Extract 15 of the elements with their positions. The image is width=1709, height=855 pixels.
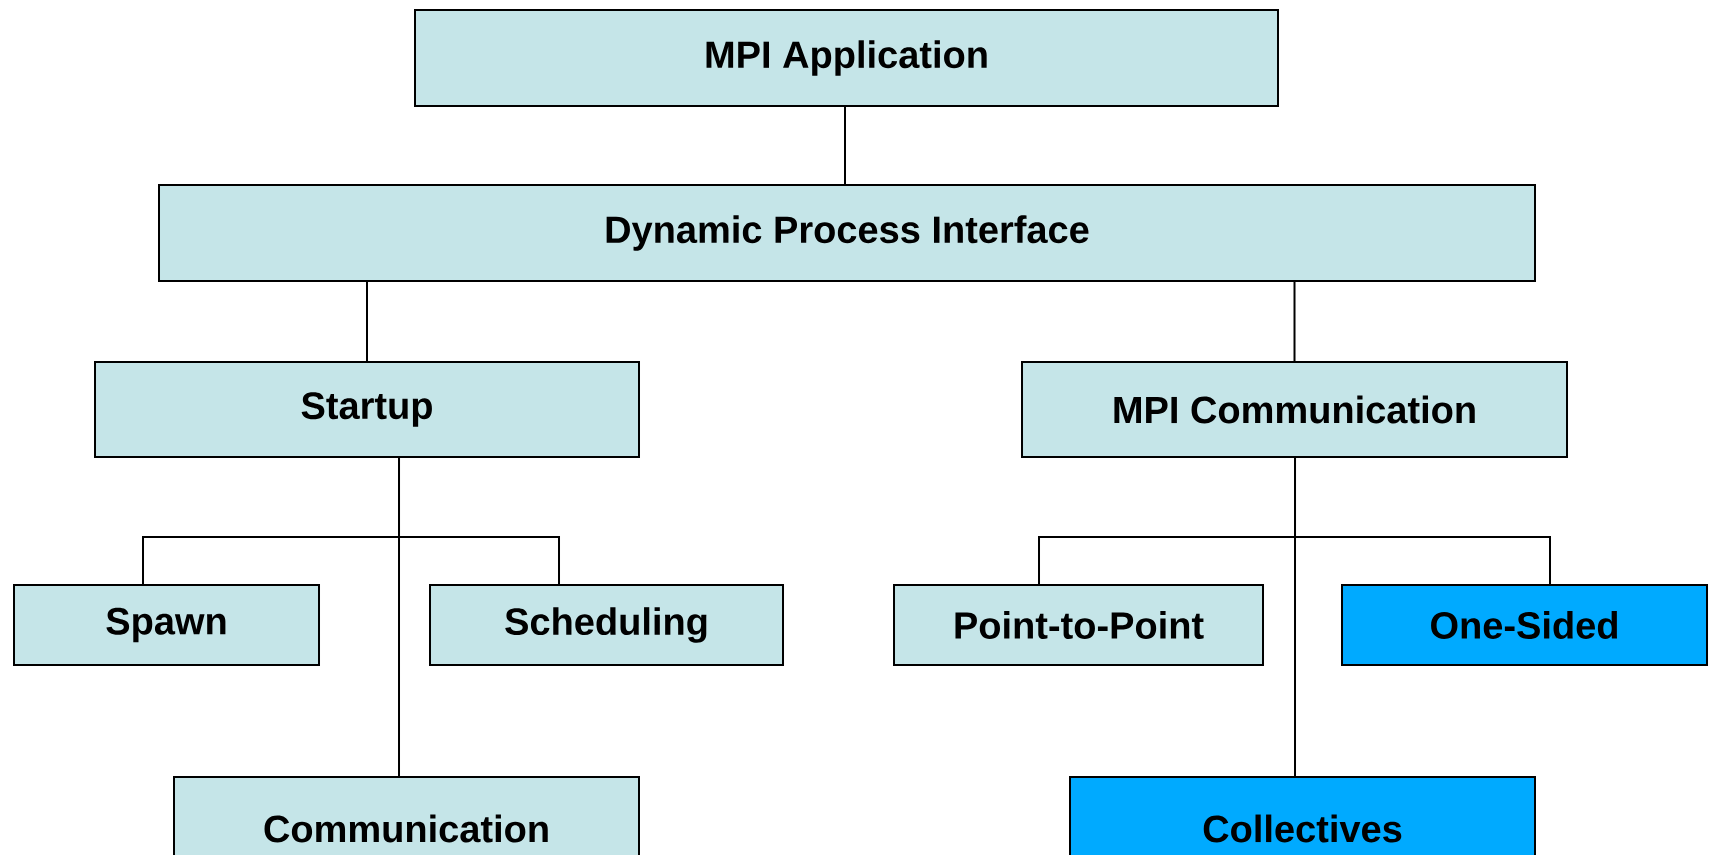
- connector-line: [844, 106, 846, 185]
- box: Dynamic Process Interface: [158, 184, 1536, 282]
- box: Spawn: [13, 584, 320, 666]
- box: Startup: [94, 361, 640, 458]
- box: MPI Communication: [1021, 361, 1568, 458]
- connector-line: [1294, 457, 1296, 777]
- box: Collectives: [1069, 776, 1536, 855]
- box: Scheduling: [429, 584, 784, 666]
- box: Communication: [173, 776, 640, 855]
- box: MPI Application: [414, 9, 1279, 107]
- box: Point-to-Point: [893, 584, 1264, 666]
- box: One-Sided: [1341, 584, 1708, 666]
- connector-line: [366, 281, 368, 362]
- connector-line: [398, 457, 400, 777]
- connector-line: [1293, 281, 1296, 362]
